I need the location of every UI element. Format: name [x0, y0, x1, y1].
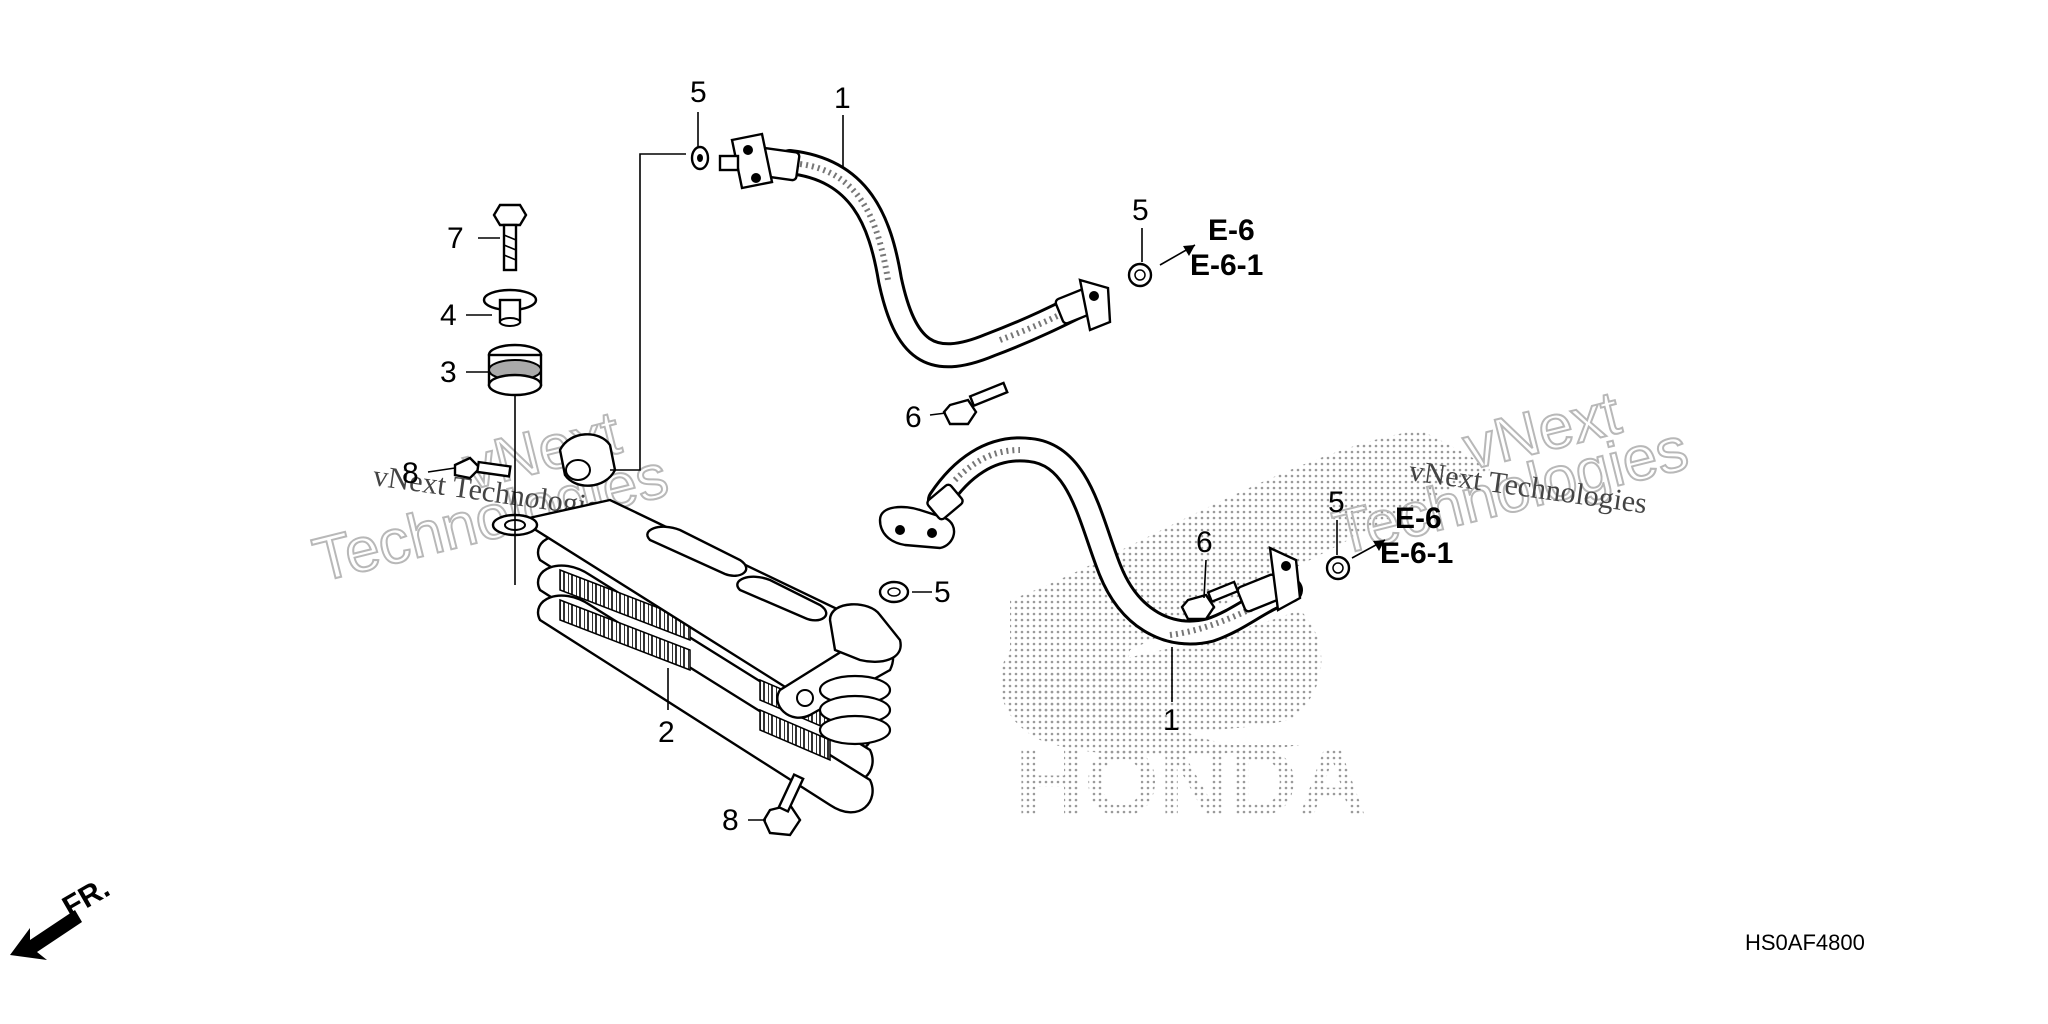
callout-bolt-lower: 6	[1196, 526, 1213, 559]
washer-5-cooler	[878, 580, 910, 604]
grommet-3	[487, 343, 543, 397]
honda-wing-logo-lower	[1020, 610, 1322, 732]
oil-cooler	[491, 433, 902, 814]
bolt-6-mid	[942, 381, 1009, 426]
collar-4	[482, 288, 538, 327]
ref-upper-e6[interactable]: E-6	[1208, 214, 1255, 247]
honda-logo-text: HONDA	[1015, 729, 1367, 836]
callout-washer-lower-right: 5	[1328, 486, 1345, 519]
washer-5-top-right	[1127, 262, 1153, 288]
callout-bolt-mid: 6	[905, 401, 922, 434]
ref-lower-e6[interactable]: E-6	[1395, 502, 1442, 535]
callout-bolt-left: 8	[402, 457, 419, 490]
upper-oil-hose	[718, 132, 1112, 369]
lower-oil-hose	[878, 436, 1303, 646]
callout-collar: 4	[440, 299, 457, 332]
front-direction-label: FR.	[57, 871, 115, 924]
washer-5-top-left	[690, 145, 710, 171]
diagram-code: HS0AF4800	[1745, 930, 1865, 955]
ref-lower-e6-1[interactable]: E-6-1	[1380, 537, 1453, 570]
callout-hose-lower: 1	[1163, 704, 1180, 737]
callout-washer-cooler: 5	[934, 576, 951, 609]
leader-lines	[427, 112, 1386, 821]
callout-grommet: 3	[440, 356, 457, 389]
callout-washer-top-right: 5	[1132, 194, 1149, 227]
bolt-8-bottom	[762, 772, 805, 837]
washer-5-lower-right	[1325, 555, 1351, 581]
front-direction-arrow-icon	[10, 910, 82, 960]
front-direction: FR.	[10, 871, 115, 960]
ref-upper-e6-1[interactable]: E-6-1	[1190, 249, 1263, 282]
bolt-6-lower	[1180, 580, 1240, 621]
callout-hose-upper: 1	[834, 82, 851, 115]
callout-cooler: 2	[658, 716, 675, 749]
callout-bolt-top: 7	[447, 222, 464, 255]
callout-bolt-bottom: 8	[722, 804, 739, 837]
callout-washer-top-left: 5	[690, 76, 707, 109]
bolt-7	[492, 203, 528, 272]
bolt-8-left	[453, 456, 512, 480]
